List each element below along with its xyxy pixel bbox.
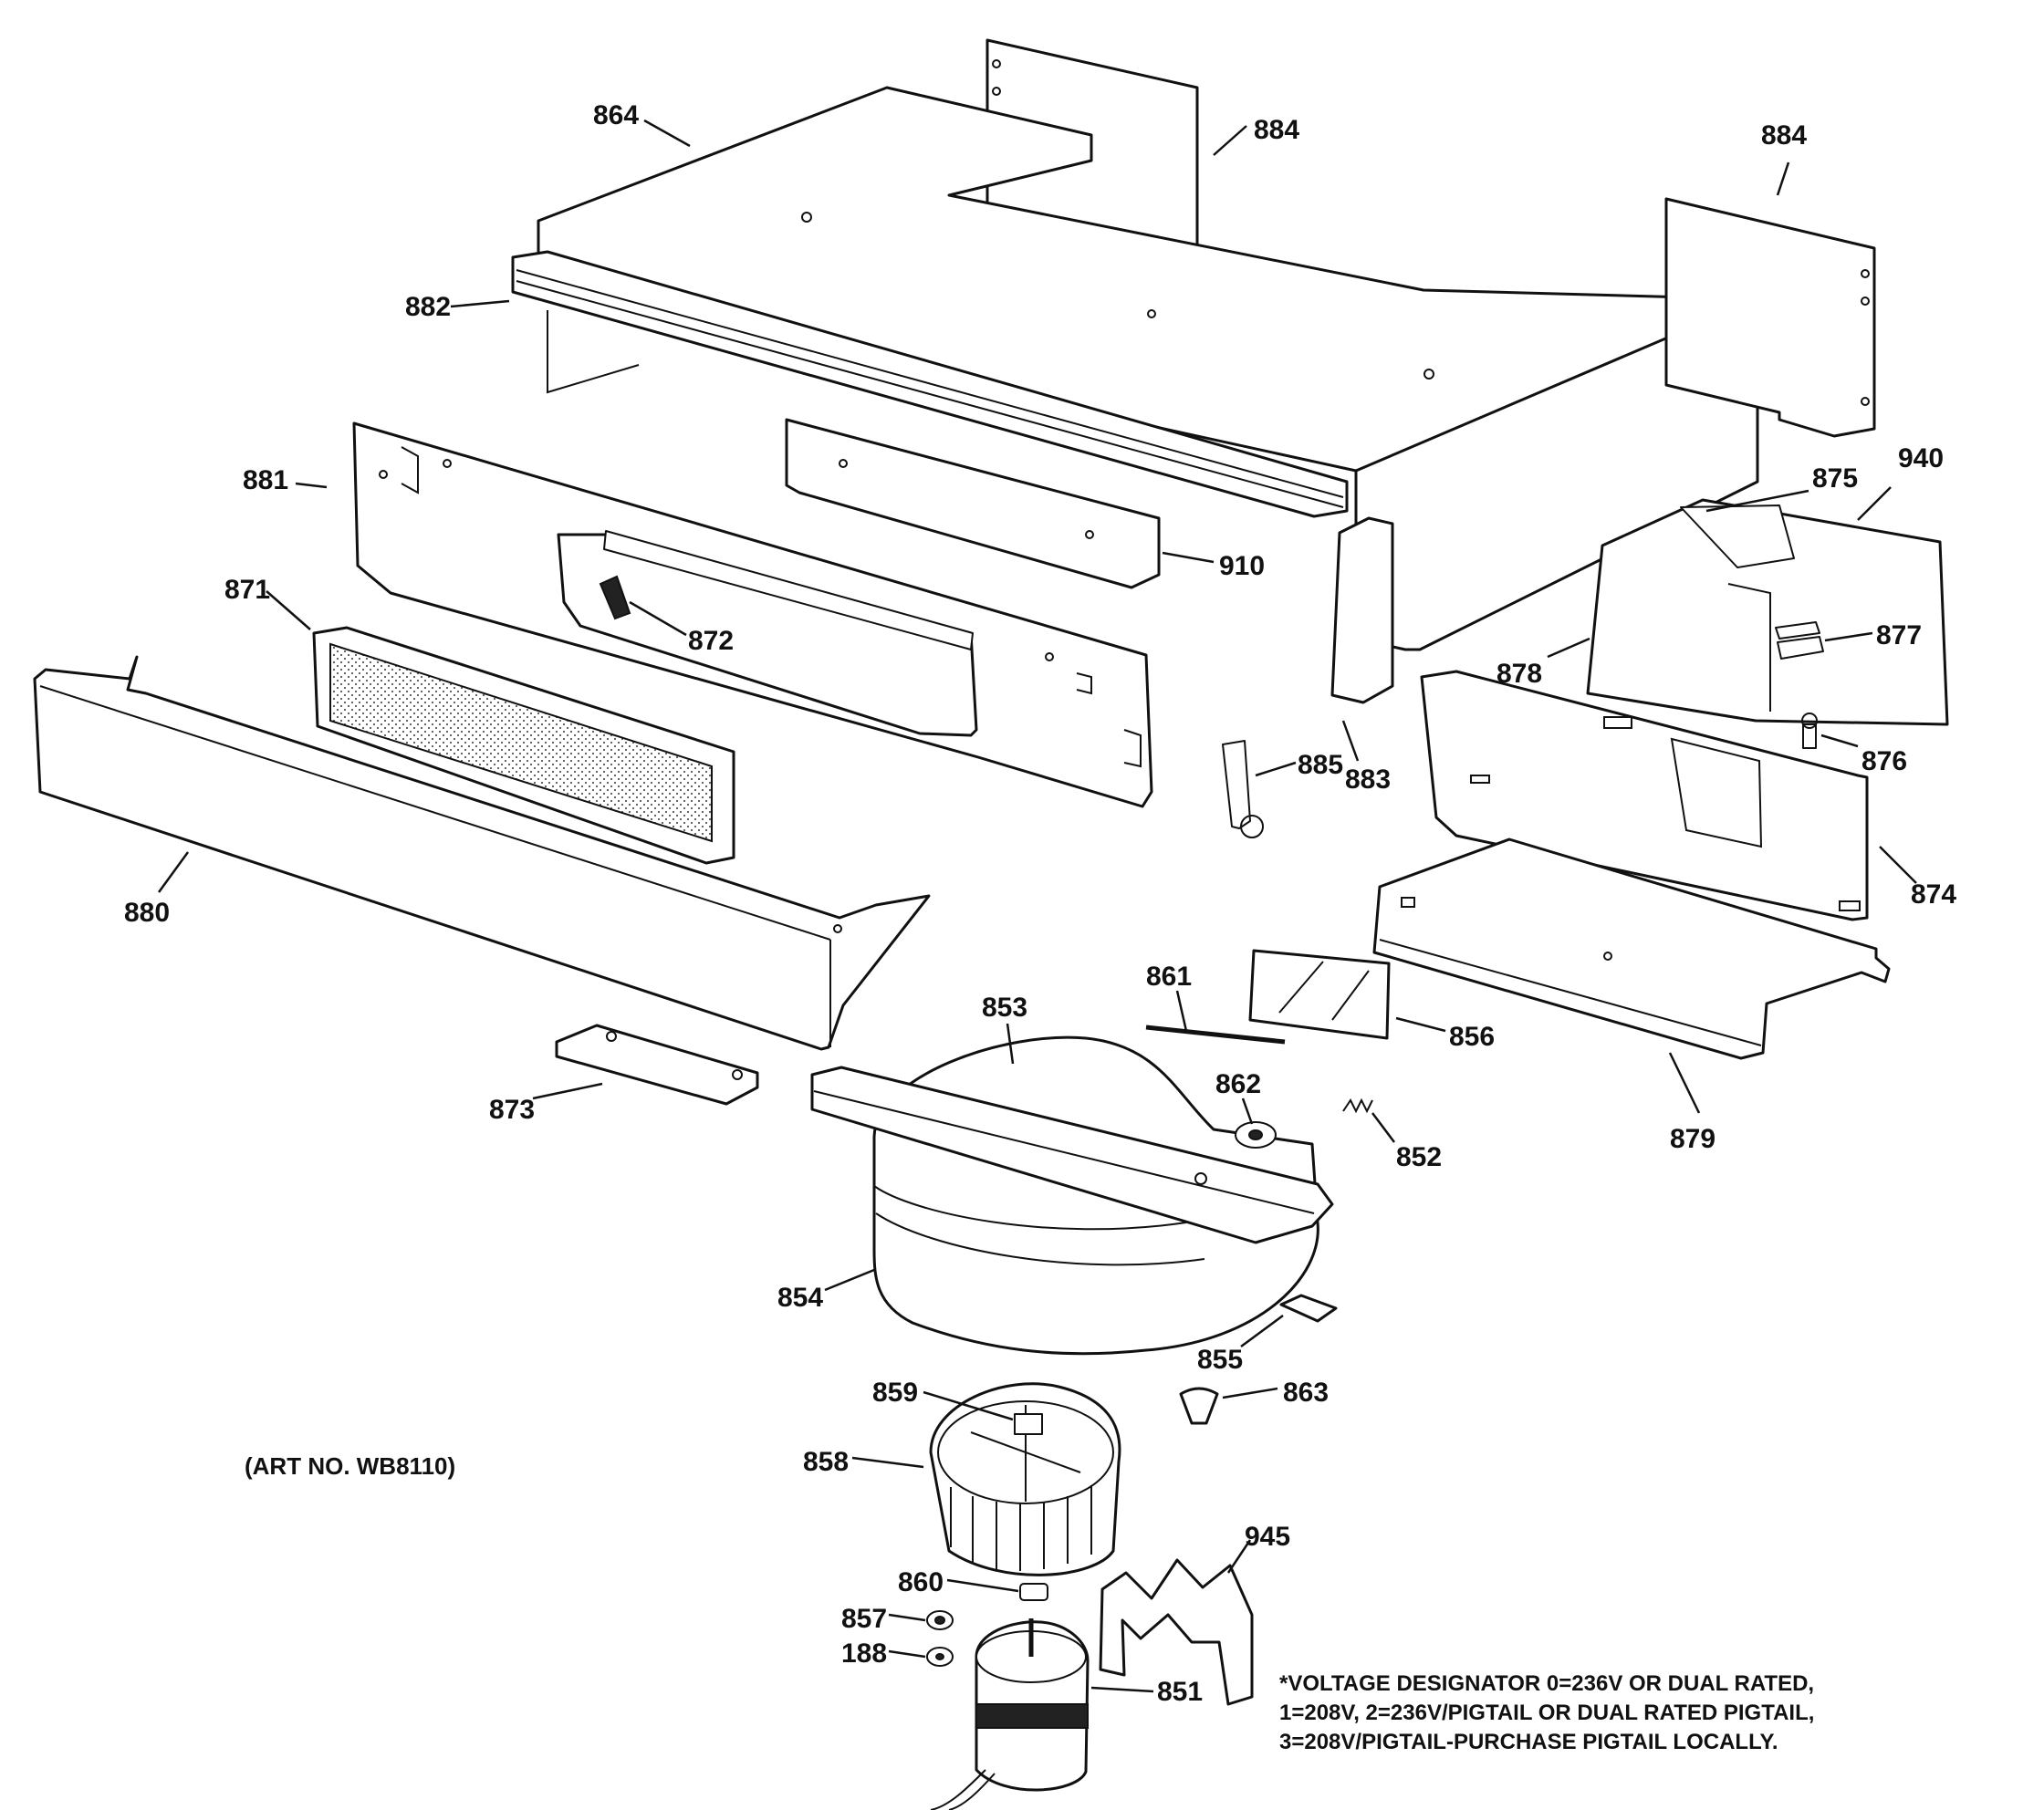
- voltage-note-line-1: *VOLTAGE DESIGNATOR 0=236V OR DUAL RATED…: [1279, 1671, 1815, 1696]
- callout-862: 862: [1215, 1069, 1261, 1099]
- rod-861: [1145, 1025, 1286, 1045]
- callout-884-left: 884: [1254, 115, 1299, 145]
- callout-878: 878: [1496, 659, 1542, 689]
- callout-881: 881: [243, 465, 288, 495]
- callout-859: 859: [872, 1378, 918, 1408]
- callout-858: 858: [803, 1447, 849, 1477]
- callout-872: 872: [688, 626, 734, 656]
- callout-945: 945: [1245, 1522, 1290, 1552]
- front-rail-882: [511, 250, 1349, 518]
- nut-857: [926, 1610, 954, 1630]
- callout-883: 883: [1345, 765, 1391, 795]
- callout-884-right: 884: [1761, 120, 1807, 151]
- callout-873: 873: [489, 1095, 535, 1125]
- callout-874: 874: [1911, 879, 1956, 910]
- callout-864: 864: [593, 100, 639, 130]
- callout-854: 854: [777, 1283, 823, 1313]
- leader-lines: [157, 119, 1917, 1693]
- panel-874: [1420, 670, 1869, 921]
- glass-856: [1248, 949, 1391, 1040]
- callout-labels: 864 884 884 882 881 871 872 910 875 940 …: [124, 100, 1956, 1707]
- callout-880: 880: [124, 898, 170, 928]
- callout-856: 856: [1449, 1022, 1495, 1052]
- front-panel-880: [33, 655, 931, 1051]
- latch-885: [1222, 740, 1264, 838]
- callout-863: 863: [1283, 1378, 1329, 1408]
- motor-851: [930, 1618, 1090, 1810]
- mounting-bracket-945: [1099, 1558, 1254, 1706]
- terminal-876: [1801, 713, 1818, 749]
- switch-877: [1775, 621, 1824, 660]
- grommet-862: [1235, 1121, 1277, 1149]
- spring-852: [1342, 1097, 1373, 1114]
- bracket-873: [555, 1024, 759, 1106]
- callout-879: 879: [1670, 1124, 1716, 1154]
- callout-857: 857: [841, 1604, 887, 1634]
- callout-871: 871: [224, 575, 270, 605]
- callout-876: 876: [1862, 746, 1907, 776]
- tray-879: [1372, 837, 1891, 1060]
- baffle-910: [785, 418, 1161, 589]
- shroud-872: [557, 530, 978, 737]
- filter-871: [312, 626, 735, 865]
- voltage-note-line-3: 3=208V/PIGTAIL-PURCHASE PIGTAIL LOCALLY.: [1279, 1730, 1778, 1754]
- side-panel-884-right: [1664, 197, 1876, 438]
- callout-860: 860: [898, 1567, 944, 1597]
- right-enclosure-940: [1586, 498, 1949, 726]
- callout-861: 861: [1146, 962, 1192, 992]
- blower-rail-853: [810, 1066, 1334, 1244]
- callout-877: 877: [1876, 620, 1922, 650]
- voltage-designator-note: *VOLTAGE DESIGNATOR 0=236V OR DUAL RATED…: [1279, 1670, 1814, 1757]
- callout-940: 940: [1898, 443, 1944, 473]
- side-bracket-883: [1330, 516, 1394, 704]
- callout-875: 875: [1812, 463, 1858, 494]
- callout-910: 910: [1219, 551, 1265, 581]
- washer-188: [926, 1647, 954, 1667]
- bushing-863: [1179, 1387, 1219, 1425]
- clip-855: [1279, 1294, 1338, 1323]
- callout-853: 853: [982, 993, 1027, 1023]
- callout-855: 855: [1197, 1345, 1243, 1375]
- voltage-note-line-2: 1=208V, 2=236V/PIGTAIL OR DUAL RATED PIG…: [1279, 1701, 1815, 1725]
- callout-885: 885: [1298, 750, 1343, 780]
- blower-wheel-858: [929, 1382, 1121, 1576]
- callout-188: 188: [841, 1638, 887, 1669]
- callout-851: 851: [1157, 1677, 1203, 1707]
- callout-882: 882: [405, 292, 451, 322]
- callout-852: 852: [1396, 1142, 1442, 1172]
- art-number-label: (ART NO. WB8110): [245, 1452, 456, 1480]
- clip-860: [1019, 1583, 1048, 1601]
